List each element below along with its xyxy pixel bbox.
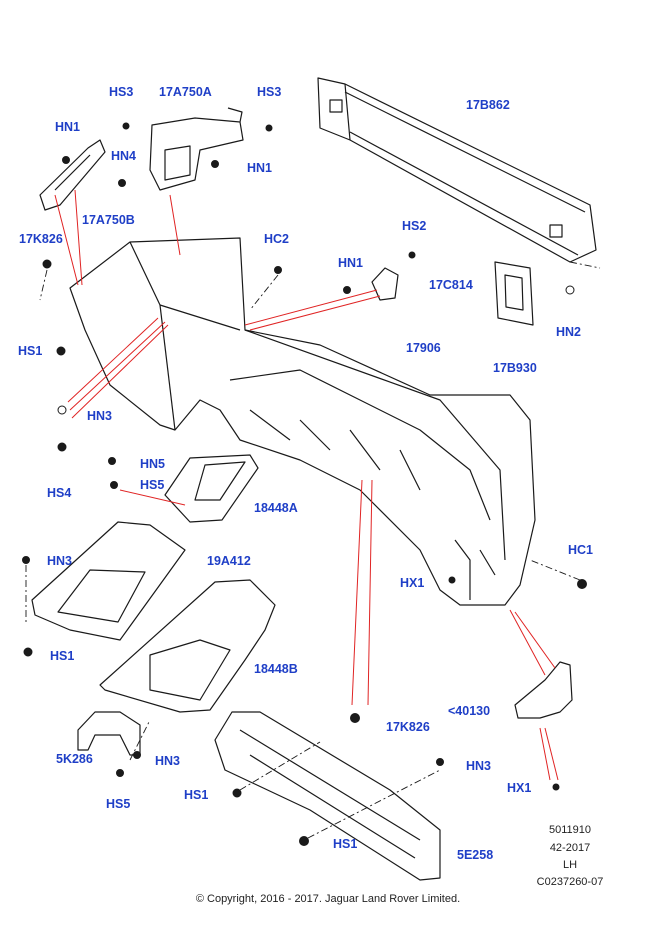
- label-5k286: 5K286: [56, 752, 93, 766]
- leader-17a750b: [54, 189, 83, 286]
- label-hn1-b: HN1: [247, 161, 273, 175]
- axis-17k826-a: [39, 269, 48, 301]
- label-hn3-d: HN3: [466, 759, 492, 773]
- copyright-notice: © Copyright, 2016 - 2017. Jaguar Land Ro…: [195, 893, 461, 905]
- fastener-hn1-a: [62, 156, 70, 164]
- illustration-code: C0237260-07: [536, 876, 604, 888]
- part-17a750a-bracket: [149, 107, 244, 191]
- label-hn2: HN2: [556, 325, 582, 339]
- fastener-hn1-c: [343, 286, 351, 294]
- axis-hs1-c: [239, 741, 321, 791]
- fastener-hs3-b: [265, 124, 273, 132]
- fastener-hs1-c: [232, 788, 242, 798]
- fastener-hs1-b: [23, 647, 33, 657]
- leader-17c814: [244, 289, 381, 331]
- label-hn5: HN5: [140, 457, 166, 471]
- label-hn3-b: HN3: [47, 554, 73, 568]
- label-hs1-a: HS1: [18, 344, 43, 358]
- leader-18448a: [119, 489, 186, 506]
- fastener-hn2: [565, 285, 575, 295]
- fastener-17k826-a: [42, 259, 52, 269]
- axis-hc1: [529, 559, 581, 581]
- leader-17k826-b: [351, 479, 373, 706]
- fastener-hc1: [577, 579, 587, 589]
- fastener-17k826-b: [350, 713, 360, 723]
- part-18448a-panel: [164, 454, 259, 523]
- label-hn3-a: HN3: [87, 409, 113, 423]
- leader-hn3-a: [67, 317, 169, 419]
- label-17c814: 17C814: [429, 278, 473, 292]
- label-hs2: HS2: [402, 219, 427, 233]
- fastener-hx1-b: [552, 783, 560, 791]
- fastener-hs4: [57, 442, 67, 452]
- illustration-side: LH: [562, 859, 578, 871]
- part-5e258-lower-panel: [214, 711, 441, 881]
- label-hn4: HN4: [111, 149, 137, 163]
- fastener-hs5-a: [110, 481, 118, 489]
- label-17k826-b: 17K826: [386, 720, 430, 734]
- fastener-hn3-b: [22, 556, 30, 564]
- label-hx1-b: HX1: [507, 781, 532, 795]
- label-hn1-a: HN1: [55, 120, 81, 134]
- label-18448b: 18448B: [254, 662, 298, 676]
- label-17b862: 17B862: [466, 98, 510, 112]
- axis-hc2: [249, 274, 279, 311]
- label-hs1-b: HS1: [50, 649, 75, 663]
- part-17b862-beam: [317, 77, 597, 263]
- part-17906-bumper-cover: [69, 237, 536, 606]
- part-40130-flap: [514, 661, 573, 719]
- part-17a750b-bracket: [39, 139, 106, 211]
- label-hs3-a: HS3: [109, 85, 134, 99]
- part-18448b-undertray: [99, 579, 276, 713]
- leader-hx1-b: [539, 727, 559, 781]
- label-hs5-a: HS5: [140, 478, 165, 492]
- label-17a750a: 17A750A: [159, 85, 212, 99]
- part-19a412-undertray: [31, 521, 186, 641]
- leader-17a750a: [169, 194, 181, 256]
- label-5e258: 5E258: [457, 848, 494, 862]
- label-hs1-d: HS1: [333, 837, 358, 851]
- fastener-hs2: [408, 251, 416, 259]
- fastener-hs3-a: [122, 122, 130, 130]
- fastener-hn5: [108, 457, 116, 465]
- axis-hn2: [569, 261, 601, 269]
- fastener-hn3-c: [133, 751, 141, 759]
- label-17a750b: 17A750B: [82, 213, 135, 227]
- fastener-hs1-d: [299, 836, 309, 846]
- label-17906: 17906: [406, 341, 441, 355]
- label-17b930: 17B930: [493, 361, 537, 375]
- fastener-hs1-a: [56, 346, 66, 356]
- leader-40130: [509, 609, 556, 676]
- label-hn1-c: HN1: [338, 256, 364, 270]
- label-hs5-b: HS5: [106, 797, 131, 811]
- fastener-hc2: [274, 266, 282, 274]
- part-17c814-clip: [371, 267, 399, 301]
- label-hn3-c: HN3: [155, 754, 181, 768]
- label-18448a: 18448A: [254, 501, 298, 515]
- fastener-hs5-b: [116, 769, 124, 777]
- fastener-hn1-b: [211, 160, 219, 168]
- label-19a412: 19A412: [207, 554, 251, 568]
- illustration-date: 42-2017: [549, 842, 591, 854]
- label-hc1: HC1: [568, 543, 594, 557]
- label-hx1-a: HX1: [400, 576, 425, 590]
- label-40130: <40130: [448, 704, 491, 718]
- illustration-number: 5011910: [548, 824, 591, 836]
- label-hs1-c: HS1: [184, 788, 209, 802]
- label-17k826-a: 17K826: [19, 232, 63, 246]
- fastener-hn4: [118, 179, 126, 187]
- part-17b930-bracket: [494, 261, 534, 326]
- axis-hs1-d: [307, 769, 441, 839]
- fastener-hn3-a: [57, 405, 67, 415]
- label-hs4: HS4: [47, 486, 72, 500]
- label-hc2: HC2: [264, 232, 290, 246]
- label-hs3-b: HS3: [257, 85, 282, 99]
- part-5k286-shield: [77, 711, 141, 756]
- fastener-hx1-a: [448, 576, 456, 584]
- fastener-hn3-d: [436, 758, 444, 766]
